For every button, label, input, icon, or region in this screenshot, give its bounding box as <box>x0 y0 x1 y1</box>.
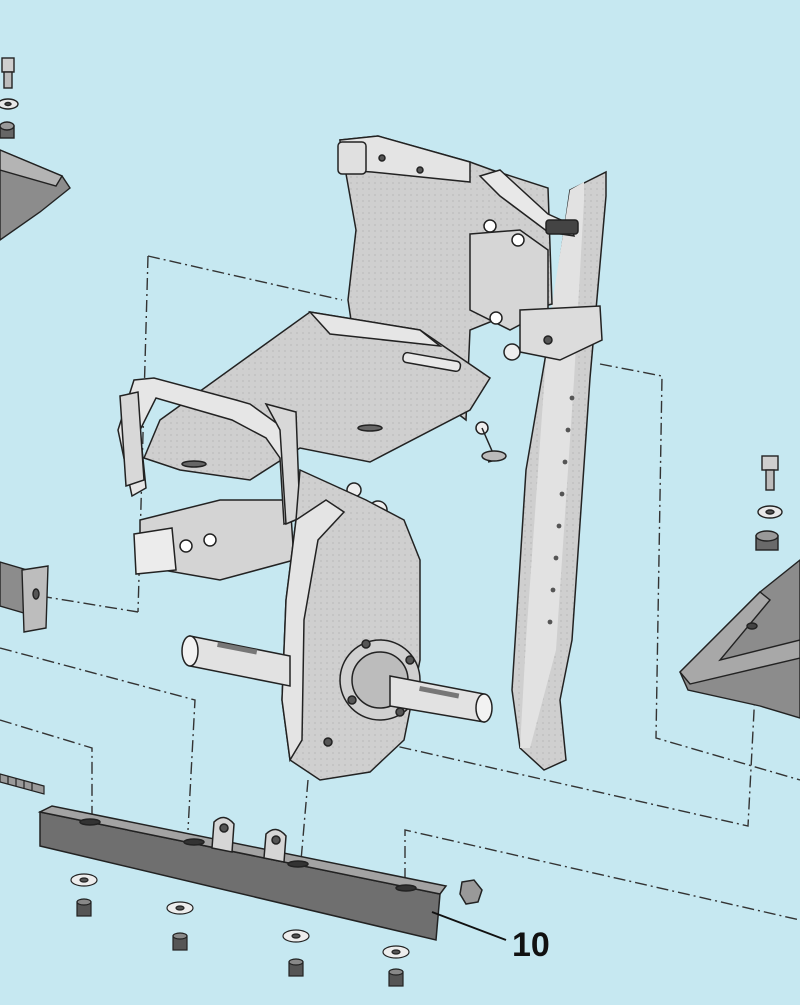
assembly-line-right-shaft <box>377 691 756 827</box>
right-blade <box>679 559 800 719</box>
lock-pin <box>0 773 45 795</box>
assembly-line-bottom-right <box>404 829 800 921</box>
output-shafts <box>181 635 493 723</box>
assembly-line-left-bottom <box>39 595 139 613</box>
assembly-line-center-shaft <box>0 647 196 831</box>
bar-fasteners <box>70 873 410 987</box>
fastener-1 <box>70 873 98 917</box>
right-bolt-stack <box>755 455 783 551</box>
fastener-4 <box>382 945 410 987</box>
assembly-line-right-upper <box>599 363 800 781</box>
chain-case <box>281 468 421 781</box>
left-bolt-stack <box>0 57 19 139</box>
bottom-bracket-bar <box>37 805 483 941</box>
fastener-2 <box>166 901 194 951</box>
left-blade-assembly <box>0 57 71 241</box>
left-shaft-stub <box>0 561 49 633</box>
main-arm <box>117 310 507 581</box>
assembly-line-left-arm <box>147 255 343 301</box>
fastener-3 <box>282 929 310 977</box>
right-blade-assembly <box>679 455 800 719</box>
callout-label-10: 10 <box>512 926 550 964</box>
callout-leader-10 <box>431 911 507 941</box>
assembly-line-lower-left <box>0 719 93 818</box>
left-output-shaft <box>189 635 291 687</box>
